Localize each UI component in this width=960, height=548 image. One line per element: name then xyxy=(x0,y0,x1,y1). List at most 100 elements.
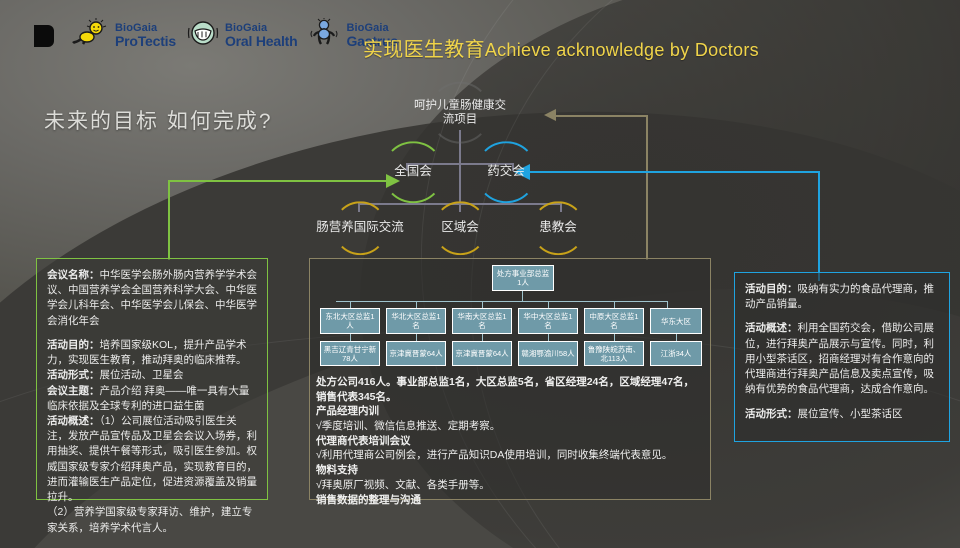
panel-center-item-2: √拜奥原厂视频、文献、各类手册等。 xyxy=(316,478,490,491)
panel-right-body: 活动目的：吸纳有实力的食品代理商，推动产品销量。 活动概述：利用全国药交会，借助… xyxy=(735,273,949,431)
panel-right-label-2: 活动概述： xyxy=(745,322,798,335)
panel-left-label-3: 活动形式： xyxy=(47,369,100,382)
org-box-team-0-label: 黑吉辽青甘宁新78人 xyxy=(323,344,377,363)
org-box-head-5[interactable]: 华东大区 xyxy=(650,308,702,334)
slide-header: BioGaia ProTectis BioGaia Oral Health xyxy=(0,0,960,78)
panel-center-item-0: √季度培训、微信信息推送、定期考察。 xyxy=(316,420,501,433)
org-line-drop-4 xyxy=(614,301,616,308)
bubble-root-label: 呵护儿童肠健康交流项目 xyxy=(414,99,506,126)
panel-right-label-0: 活动目的： xyxy=(745,283,798,295)
org-line-drop-1 xyxy=(416,301,418,308)
org-box-team-1-label: 京津冀晋蒙64人 xyxy=(389,349,443,358)
logo-protectis: BioGaia ProTectis xyxy=(70,18,176,53)
panel-right-block-2: 活动概述：利用全国药交会，借助公司展位，进行拜奥产品展示与宣传。同时，利用小型茶… xyxy=(745,321,939,397)
tree-line-mid-down xyxy=(459,163,461,204)
panel-center-text: 处方公司416人。事业部总监1名，大区总监5名，省区经理24名，区域经理47名，… xyxy=(310,375,710,507)
bubble-quanguohui[interactable]: 全国会 xyxy=(381,141,444,203)
org-line-bus xyxy=(336,301,668,303)
org-box-head-4[interactable]: 中原大区总监1名 xyxy=(584,308,644,334)
bubble-yaojiaohui-label: 药交会 xyxy=(487,164,525,179)
bubble-regional-meeting-label: 区域会 xyxy=(441,220,479,235)
panel-left-block-5: 活动概述：（1）公司展位活动吸引医生关注，发放产品宣传品及卫星会会议入场券，利用… xyxy=(47,414,257,505)
org-box-team-0[interactable]: 黑吉辽青甘宁新78人 xyxy=(320,341,380,366)
panel-left-body: 会议名称：中华医学会肠外肠内营养学学术会议、中国营养学会全国营养科学大会、中华医… xyxy=(37,259,267,545)
logo-line2: ProTectis xyxy=(115,33,176,49)
panel-drug-fair-activity[interactable]: 活动目的：吸纳有实力的食品代理商，推动产品销量。 活动概述：利用全国药交会，借助… xyxy=(734,272,950,442)
org-line-drop-3 xyxy=(548,301,550,308)
panel-center-heading-1: 代理商代表培训会议 xyxy=(316,434,411,447)
panel-left-block-6: （2）营养学国家级专家拜访、维护，建立专家关系，培养学术代言人。 xyxy=(47,505,257,535)
org-line-root-stem xyxy=(522,291,524,301)
panel-center-heading-2: 物料支持 xyxy=(316,464,358,477)
org-box-head-1[interactable]: 华北大区总监1名 xyxy=(386,308,446,334)
panel-left-block-3: 活动形式：展位活动、卫星会 xyxy=(47,368,257,383)
bubble-international-exchange[interactable]: 肠营养国际交流 xyxy=(316,201,404,255)
org-box-team-3-label: 赣湘鄂渝川58人 xyxy=(521,349,575,358)
panel-left-label-0: 会议名称： xyxy=(47,269,100,281)
logo-line1: BioGaia xyxy=(224,22,268,34)
org-box-head-3-label: 华中大区总监1名 xyxy=(523,312,573,330)
panel-conference-activities[interactable]: 会议名称：中华医学会肠外肠内营养学学术会议、中国营养学会全国营养科学大会、中华医… xyxy=(36,258,268,534)
page-title: 未来的目标 如何完成? xyxy=(44,110,273,133)
panel-left-text-6: （2）营养学国家级专家拜访、维护，建立专家关系，培养学术代言人。 xyxy=(47,506,253,534)
bubble-quanguohui-label: 全国会 xyxy=(394,164,432,179)
panel-left-text-3: 展位活动、卫星会 xyxy=(99,369,184,382)
panel-center-item-1: √利用代理商公司例会，进行产品知识DA使用培训，同时收集终端代表意见。 xyxy=(316,449,673,462)
org-box-head-2-label: 华南大区总监1名 xyxy=(457,312,507,330)
org-line-drop-0 xyxy=(350,301,352,308)
org-box-head-5-label: 华东大区 xyxy=(661,316,691,326)
panel-center-heading-3: 销售数据的整理与沟通 xyxy=(316,493,421,506)
panel-right-spacer-0 xyxy=(745,312,939,321)
panel-left-block-2: 活动目的：培养国家级KOL，提升产品学术力，实现医生教育，推动拜奥的临床推荐。 xyxy=(47,338,257,368)
bubble-yaojiaohui[interactable]: 药交会 xyxy=(474,141,537,203)
panel-left-block-0: 会议名称：中华医学会肠外肠内营养学学术会议、中国营养学会全国营养科学大会、中华医… xyxy=(47,268,257,329)
org-box-team-2-label: 京津冀晋蒙64人 xyxy=(455,349,509,358)
smiling-mouth-icon xyxy=(186,18,220,53)
org-line-drop-2 xyxy=(482,301,484,308)
panel-right-block-0: 活动目的：吸纳有实力的食品代理商，推动产品销量。 xyxy=(745,282,939,312)
org-box-team-4[interactable]: 鲁豫陕皖苏南、北113人 xyxy=(584,341,644,366)
panel-right-block-4: 活动形式：展位宣传、小型茶话区 xyxy=(745,407,939,422)
logo-row: BioGaia ProTectis BioGaia Oral Health xyxy=(34,18,398,53)
logo-line1: BioGaia xyxy=(115,22,158,34)
org-chart: 处方事业部总监1人 东北大区总监1人 华北大区总监1名 华南大区总监1名 华中大… xyxy=(310,261,710,371)
logo-protectis-text: BioGaia ProTectis xyxy=(115,22,176,49)
panel-right-label-4: 活动形式： xyxy=(745,407,798,420)
org-box-head-0[interactable]: 东北大区总监1人 xyxy=(320,308,380,334)
panel-left-text-5: （1）公司展位活动吸引医生关注，发放产品宣传品及卫星会会议入场券，利用抽奖、提供… xyxy=(47,414,257,504)
bubble-international-exchange-label: 肠营养国际交流 xyxy=(316,220,404,235)
org-box-team-4-label: 鲁豫陕皖苏南、北113人 xyxy=(587,344,641,363)
bubble-root[interactable]: 呵护儿童肠健康交流项目 xyxy=(414,82,506,144)
org-box-team-2[interactable]: 京津冀晋蒙64人 xyxy=(452,341,512,366)
logo-oral-health-text: BioGaia Oral Health xyxy=(224,22,298,49)
org-box-root[interactable]: 处方事业部总监1人 xyxy=(492,265,554,291)
slide-title-cn: 实现医生教育 xyxy=(363,39,485,61)
panel-left-spacer-0 xyxy=(47,329,257,338)
org-box-head-4-label: 中原大区总监1名 xyxy=(589,312,639,330)
bubble-patient-education[interactable]: 患教会 xyxy=(530,201,585,255)
org-box-root-label: 处方事业部总监1人 xyxy=(496,269,550,287)
logo-oral-health: BioGaia Oral Health xyxy=(186,18,298,53)
panel-left-block-4: 会议主题：产品介绍 拜奥——唯一具有大量临床依据及全球专利的进口益生菌 xyxy=(47,384,257,414)
org-box-team-5-label: 江浙34人 xyxy=(660,349,692,358)
slide-title-en: Achieve acknowledge by Doctors xyxy=(484,40,759,60)
org-box-team-5[interactable]: 江浙34人 xyxy=(650,341,702,366)
panel-center-heading-0: 产品经理内训 xyxy=(316,405,379,418)
org-box-team-3[interactable]: 赣湘鄂渝川58人 xyxy=(518,341,578,366)
panel-prescription-team[interactable]: 处方事业部总监1人 东北大区总监1人 华北大区总监1名 华南大区总监1名 华中大… xyxy=(309,258,711,506)
org-box-head-2[interactable]: 华南大区总监1名 xyxy=(452,308,512,334)
org-box-head-3[interactable]: 华中大区总监1名 xyxy=(518,308,578,334)
org-box-head-0-label: 东北大区总监1人 xyxy=(325,312,375,330)
bubble-patient-education-label: 患教会 xyxy=(539,220,577,235)
panel-right-text-4: 展位宣传、小型茶话区 xyxy=(797,407,903,420)
baby-figure-icon xyxy=(70,18,110,53)
panel-left-label-4: 会议主题： xyxy=(47,384,100,397)
org-box-team-1[interactable]: 京津冀晋蒙64人 xyxy=(386,341,446,366)
panel-right-spacer-1 xyxy=(745,398,939,407)
blue-figure-icon xyxy=(307,18,341,53)
slide-title: 实现医生教育Achieve acknowledge by Doctors xyxy=(363,33,759,62)
panel-left-label-2: 活动目的： xyxy=(47,338,100,351)
bubble-regional-meeting[interactable]: 区域会 xyxy=(432,201,487,255)
panel-left-label-5: 活动概述： xyxy=(47,414,100,427)
